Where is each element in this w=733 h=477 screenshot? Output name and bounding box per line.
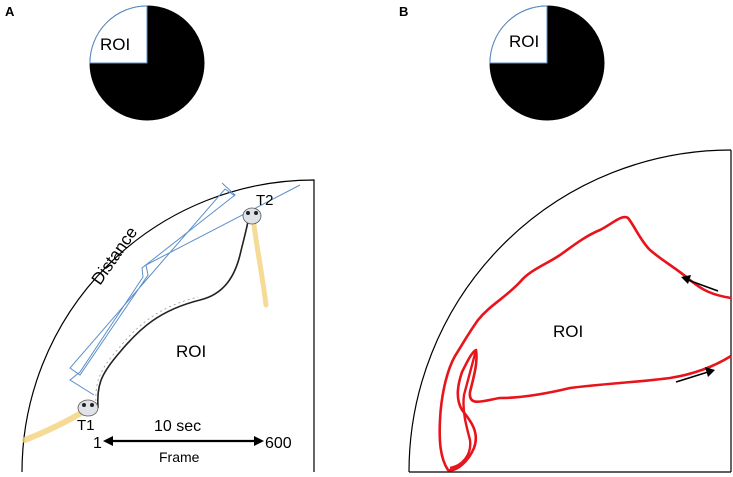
pie-roi-sector (489, 5, 548, 64)
arena-boundary (408, 149, 732, 473)
panel-b-roi-label: ROI (553, 322, 583, 341)
larva-t2-tail (251, 222, 269, 308)
pie-roi-sector (89, 5, 148, 64)
larva-t1-eye (82, 403, 86, 407)
larva-t2 (242, 207, 269, 308)
frame-arrow (103, 436, 264, 446)
larva-t1-label: T1 (77, 417, 95, 434)
trajectory-trace (438, 215, 732, 472)
larva-t2-eye (254, 211, 258, 215)
panel-b-label: B (399, 4, 408, 19)
larva-trajectory (97, 209, 251, 409)
arrow-in-head (681, 275, 691, 284)
frame-end-label: 600 (265, 435, 292, 452)
arena-boundary (21, 179, 315, 473)
larva-t2-head (242, 207, 262, 225)
arrow-out (675, 367, 715, 383)
panel-b-arena (408, 149, 732, 473)
panel-b-roi-pie: ROI (489, 5, 605, 121)
larva-t2-eye (246, 211, 250, 215)
panel-b: B ROI ROI (399, 4, 732, 473)
pie-roi-label: ROI (509, 32, 539, 51)
panel-a-roi-label: ROI (176, 342, 206, 361)
distance-label: Distance (88, 223, 142, 288)
arrow-in (681, 275, 719, 292)
trajectory-trace-loop (449, 349, 478, 470)
panel-a-label: A (5, 4, 15, 19)
larva-t2-label: T2 (256, 192, 274, 209)
panel-a-roi-pie: ROI (89, 5, 205, 121)
panel-a-arena (21, 179, 315, 473)
larva-t1-eye (90, 403, 94, 407)
larva-t1 (22, 399, 99, 443)
pie-roi-label: ROI (100, 35, 130, 54)
frame-arrow-right-head (254, 436, 264, 446)
frame-arrow-left-head (103, 436, 113, 446)
larva-t1-head (77, 399, 99, 417)
frame-start-label: 1 (93, 435, 102, 452)
panel-a: A ROI Distance T1 (5, 4, 315, 473)
time-label: 10 sec (154, 418, 201, 435)
distance-bracket-outer (69, 182, 236, 396)
frame-axis-label: Frame (159, 449, 200, 465)
arrow-out-head (705, 367, 715, 377)
